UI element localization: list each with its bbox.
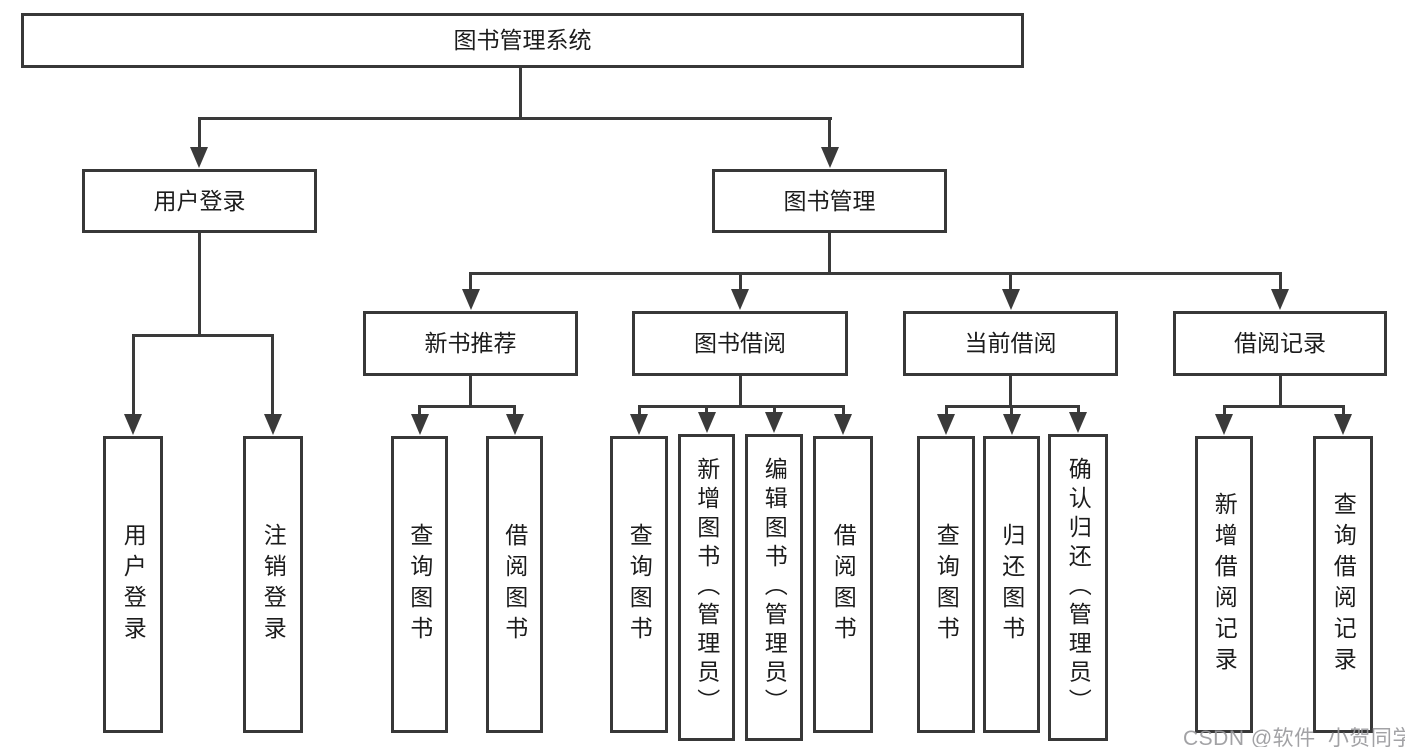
- connector-line: [828, 118, 831, 153]
- connector-line: [197, 118, 201, 153]
- node-label-leaf-edit-book: 编辑图书（管理员）: [761, 457, 788, 718]
- node-label-book-mgmt: 图书管理: [783, 187, 876, 214]
- connector-line: [469, 273, 472, 295]
- arrowhead-icon: [461, 289, 480, 310]
- arrowhead-icon: [410, 414, 429, 435]
- connector-line: [519, 68, 522, 118]
- node-leaf-borrow-book-1: 借阅图书: [486, 436, 543, 733]
- connector-line: [637, 404, 845, 408]
- arrowhead-icon: [697, 412, 716, 433]
- node-leaf-user-login: 用户登录: [103, 436, 163, 733]
- node-label-new-book-rec: 新书推荐: [424, 330, 517, 357]
- node-new-book-rec: 新书推荐: [363, 311, 578, 376]
- node-root: 图书管理系统: [21, 13, 1024, 68]
- connector-line: [1222, 404, 1345, 408]
- connector-line: [131, 333, 274, 337]
- node-label-book-borrow: 图书借阅: [694, 330, 786, 357]
- node-leaf-return-book: 归还图书: [983, 436, 1040, 733]
- node-leaf-edit-book: 编辑图书（管理员）: [745, 434, 803, 741]
- connector-line: [418, 406, 421, 420]
- node-label-leaf-borrow-book-2: 借阅图书: [830, 522, 857, 647]
- node-label-leaf-query-record: 查询借阅记录: [1330, 491, 1357, 678]
- node-label-leaf-query-book-1: 查询图书: [406, 522, 433, 647]
- node-label-user-login: 用户登录: [153, 187, 246, 214]
- connector-line: [738, 376, 742, 406]
- connector-line: [197, 233, 201, 335]
- node-book-borrow: 图书借阅: [632, 311, 848, 376]
- node-leaf-confirm-return: 确认归还（管理员）: [1048, 434, 1108, 741]
- connector-line: [1341, 406, 1345, 420]
- node-leaf-query-book-2: 查询图书: [610, 436, 668, 733]
- node-leaf-query-book-3: 查询图书: [917, 436, 975, 733]
- node-current-borrow: 当前借阅: [903, 311, 1118, 376]
- node-label-leaf-query-book-3: 查询图书: [933, 522, 960, 647]
- connector-line: [418, 404, 516, 408]
- arrowhead-icon: [1271, 289, 1289, 310]
- connector-line: [197, 116, 832, 120]
- csdn-watermark: CSDN @软件_小贺同学: [1183, 727, 1405, 747]
- arrowhead-icon: [630, 414, 648, 435]
- connector-line: [841, 406, 845, 420]
- connector-line: [1009, 376, 1012, 406]
- connector-line: [738, 273, 742, 295]
- connector-line: [637, 406, 641, 420]
- node-leaf-logout: 注销登录: [243, 436, 303, 733]
- arrowhead-icon: [1334, 414, 1352, 435]
- connector-line: [1278, 273, 1282, 295]
- connector-line: [1009, 273, 1012, 295]
- node-leaf-borrow-book-2: 借阅图书: [813, 436, 873, 733]
- arrowhead-icon: [731, 289, 749, 310]
- node-leaf-query-record: 查询借阅记录: [1313, 436, 1373, 733]
- connector-line: [828, 233, 831, 273]
- connector-line: [469, 271, 1282, 275]
- node-label-leaf-confirm-return: 确认归还（管理员）: [1065, 457, 1092, 718]
- arrowhead-icon: [937, 414, 955, 435]
- arrowhead-icon: [820, 147, 839, 168]
- arrowhead-icon: [190, 147, 208, 168]
- connector-line: [271, 335, 274, 420]
- node-label-current-borrow: 当前借阅: [964, 330, 1057, 357]
- node-label-leaf-logout: 注销登录: [260, 522, 287, 647]
- node-label-leaf-return-book: 归还图书: [998, 522, 1025, 647]
- node-leaf-query-book-1: 查询图书: [391, 436, 448, 733]
- arrowhead-icon: [124, 414, 142, 435]
- node-label-leaf-add-record: 新增借阅记录: [1211, 491, 1238, 678]
- node-borrow-records: 借阅记录: [1173, 311, 1387, 376]
- connector-line: [1278, 376, 1282, 406]
- arrowhead-icon: [1002, 414, 1021, 435]
- node-label-leaf-borrow-book-1: 借阅图书: [501, 522, 528, 647]
- arrowhead-icon: [1069, 412, 1087, 433]
- connector-line: [944, 406, 948, 420]
- arrowhead-icon: [1001, 289, 1020, 310]
- arrowhead-icon: [834, 414, 852, 435]
- connector-line: [513, 406, 516, 420]
- node-label-leaf-query-book-2: 查询图书: [626, 522, 653, 647]
- connector-line: [469, 376, 472, 406]
- node-label-root: 图书管理系统: [453, 27, 592, 54]
- node-label-leaf-add-book: 新增图书（管理员）: [693, 457, 720, 718]
- arrowhead-icon: [263, 414, 282, 435]
- arrowhead-icon: [505, 414, 524, 435]
- arrowhead-icon: [1215, 414, 1233, 435]
- connector-line: [1010, 406, 1013, 420]
- node-user-login: 用户登录: [82, 169, 317, 233]
- node-label-leaf-user-login: 用户登录: [120, 522, 147, 647]
- node-label-borrow-records: 借阅记录: [1234, 330, 1326, 357]
- connector-line: [131, 335, 135, 420]
- arrowhead-icon: [765, 412, 783, 433]
- node-leaf-add-record: 新增借阅记录: [1195, 436, 1253, 733]
- node-book-mgmt: 图书管理: [712, 169, 947, 233]
- connector-line: [1222, 406, 1226, 420]
- node-leaf-add-book: 新增图书（管理员）: [678, 434, 735, 741]
